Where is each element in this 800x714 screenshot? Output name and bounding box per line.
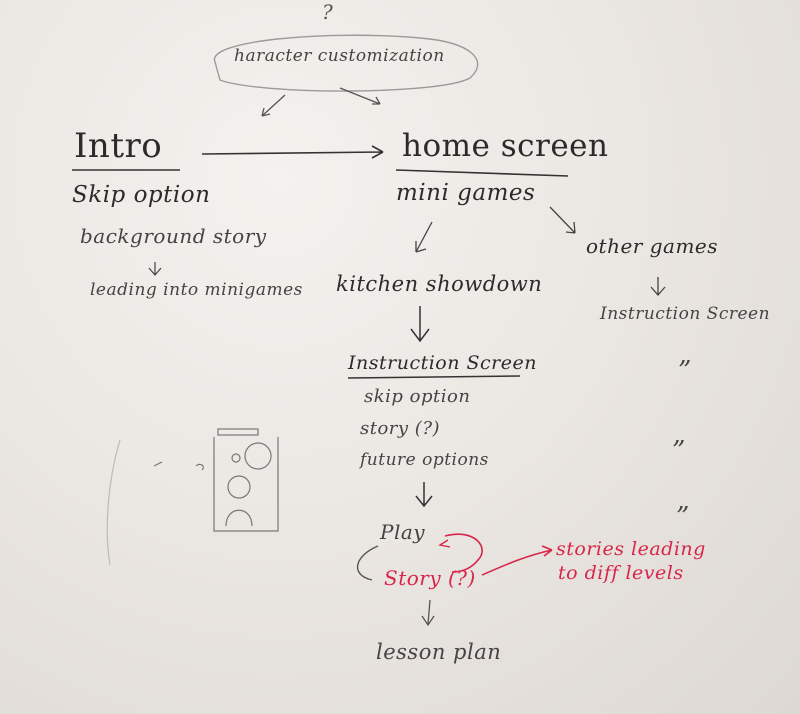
other-games-label: other games <box>586 234 719 258</box>
arrow-mini-to-kitchen <box>415 221 433 253</box>
home-underline <box>395 169 569 177</box>
arrow-kitchen-to-instr <box>410 306 430 343</box>
play-story-loop-left <box>356 545 379 581</box>
ditto-mark-3: ” <box>676 502 690 532</box>
arrow-other-to-instr <box>650 277 666 296</box>
home-screen-title: home screen <box>402 128 609 164</box>
ditto-mark-1: ” <box>678 356 692 386</box>
arrow-bubble-to-home <box>339 87 381 105</box>
note-stories-leading: stories leading <box>556 538 706 560</box>
intro-item-background-story: background story <box>80 224 267 248</box>
question-mark: ? <box>322 0 334 24</box>
play-label: Play <box>380 520 426 544</box>
intro-item-skip: Skip option <box>72 182 211 208</box>
arrow-story-to-lesson <box>421 599 435 627</box>
kitchen-showdown-label: kitchen showdown <box>336 272 543 296</box>
other-instruction-screen: Instruction Screen <box>600 304 771 324</box>
play-story-loop <box>444 533 483 573</box>
arrow-story-to-minigames <box>148 262 162 276</box>
arrow-intro-to-home <box>201 145 384 159</box>
intro-item-leading-minigames: leading into minigames <box>90 280 303 300</box>
intro-title: Intro <box>74 126 163 166</box>
character-customization-label: haracter customization <box>234 46 445 66</box>
kitchen-item-future: future options <box>360 450 489 470</box>
arrow-story-to-note <box>481 545 553 576</box>
arrow-mini-to-other <box>549 206 576 234</box>
kitchen-item-skip: skip option <box>364 386 471 407</box>
customization-bubble <box>213 34 479 92</box>
mini-games-label: mini games <box>396 180 536 206</box>
note-diff-levels: to diff levels <box>558 562 684 584</box>
kitchen-item-story: story (?) <box>360 418 440 439</box>
arrow-bubble-to-intro <box>261 94 286 117</box>
ditto-mark-2: ” <box>672 436 686 466</box>
instruction-underline <box>347 375 521 379</box>
kitchen-instruction-screen: Instruction Screen <box>348 352 537 374</box>
lesson-plan-label: lesson plan <box>376 640 502 664</box>
arrow-options-to-play <box>415 482 433 508</box>
loop-arrowhead <box>438 539 451 548</box>
story-label: Story (?) <box>384 566 476 590</box>
character-sketch <box>106 428 279 566</box>
